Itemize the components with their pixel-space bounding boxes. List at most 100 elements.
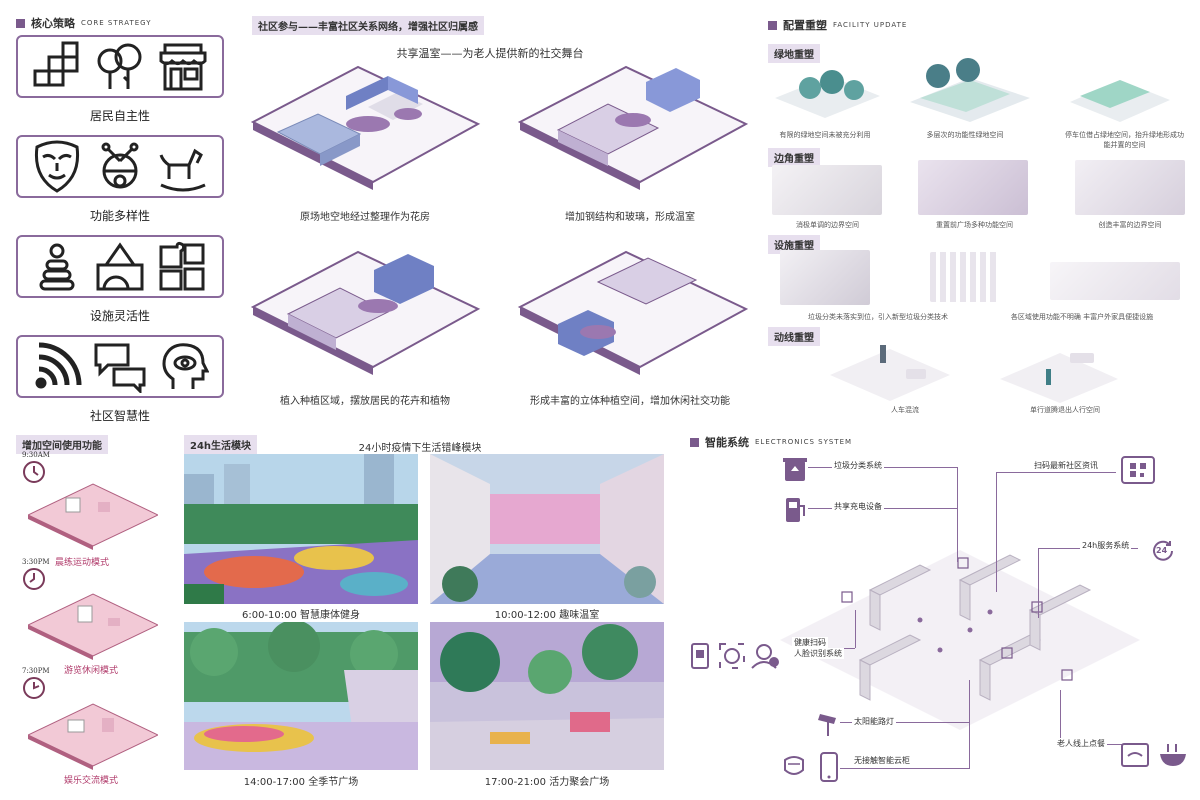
rocking-horse-icon bbox=[159, 148, 206, 191]
scene-caption-3: 14:00-17:00 全季节广场 bbox=[243, 777, 359, 788]
label-solar-light: 太阳能路灯 bbox=[852, 716, 896, 727]
circulation-caption-1: 人车混流 bbox=[891, 406, 919, 414]
clock-24-icon bbox=[1153, 540, 1173, 561]
participation-subtitle: 共享温室——为老人提供新的社交舞台 bbox=[396, 47, 584, 60]
circulation-illustrations bbox=[830, 345, 1118, 403]
scene-gathering-illustration bbox=[430, 622, 664, 770]
green-space-illustrations bbox=[775, 58, 1170, 122]
strategy-card-diversity bbox=[16, 135, 224, 198]
toy-icon bbox=[101, 142, 139, 188]
living-module-subtitle: 24小时疫情下生活错峰模块 bbox=[358, 443, 482, 454]
section-marker bbox=[16, 18, 25, 28]
scene-greenhouse-illustration bbox=[430, 454, 664, 604]
order-food-icons bbox=[1121, 743, 1186, 767]
charging-station-icon bbox=[786, 498, 805, 522]
scene-fitness-illustration bbox=[184, 454, 418, 604]
evening-mode-isometric bbox=[28, 703, 158, 770]
health-face-scan-icons bbox=[691, 643, 779, 669]
strategy-label-autonomy: 居民自主性 bbox=[89, 109, 150, 123]
connector-line bbox=[855, 610, 856, 648]
amenity-thumb-2 bbox=[930, 252, 1000, 302]
morning-mode-isometric bbox=[28, 483, 158, 550]
core-strategy-title: 核心策略 CORE STRATEGY bbox=[16, 15, 152, 31]
greenhouse-step-3 bbox=[250, 250, 481, 375]
connector-line bbox=[1038, 548, 1039, 618]
strategy-card-smart bbox=[16, 335, 224, 398]
greenhouse-isometrics bbox=[250, 65, 748, 375]
amenity-caption-2: 各区域使用功能不明确 丰富户外家具便捷设施 bbox=[1010, 313, 1154, 321]
label-charging: 共享充电设备 bbox=[832, 501, 884, 512]
clock-icon bbox=[23, 568, 45, 590]
greenhouse-caption-2: 增加钢结构和玻璃，形成温室 bbox=[565, 212, 695, 223]
label-24h-service: 24h服务系统 bbox=[1080, 540, 1132, 551]
scene-plaza-illustration bbox=[184, 622, 418, 770]
amenity-caption-1: 垃圾分类未落实到位，引入新型垃圾分类技术 bbox=[808, 313, 948, 321]
strategy-label-diversity: 功能多样性 bbox=[89, 209, 150, 223]
strategy-label-flexibility: 设施灵活性 bbox=[89, 309, 150, 323]
green-caption-3: 停车位借占绿地空间，抬升绿地形成功能并置的空间 bbox=[1065, 131, 1184, 149]
connector-line bbox=[840, 722, 970, 723]
trees-icon bbox=[97, 43, 142, 89]
added-functions-tag: 增加空间使用功能 bbox=[16, 435, 108, 454]
greenhouse-caption-1: 原场地空地经过整理作为花房 bbox=[300, 212, 430, 223]
opera-mask-icon bbox=[35, 140, 80, 193]
label-face-id: 人脸识别系统 bbox=[792, 648, 844, 659]
facility-tag-corners: 边角重塑 bbox=[768, 148, 820, 167]
greenhouse-caption-3: 植入种植区域，摆放居民的花卉和植物 bbox=[280, 396, 450, 407]
participation-tag: 社区参与——丰富社区关系网络，增强社区归属感 bbox=[252, 16, 484, 35]
afternoon-mode-isometric bbox=[28, 593, 158, 660]
green-caption-1: 有限的绿地空间未被充分利用 bbox=[779, 131, 871, 139]
section-marker bbox=[768, 20, 777, 30]
clock-icon bbox=[23, 461, 45, 483]
greenhouse-step-1 bbox=[250, 65, 481, 190]
connector-line bbox=[969, 680, 970, 768]
scene-caption-1: 6:00-10:00 智慧康体健身 bbox=[241, 610, 361, 621]
greenhouse-caption-4: 形成丰富的立体种植空间，增加休闲社交功能 bbox=[530, 396, 730, 407]
mode-time-2: 3:30PM bbox=[22, 558, 50, 566]
connector-line bbox=[996, 472, 1116, 473]
corner-caption-2: 重置前广场多种功能空间 bbox=[936, 221, 1013, 229]
qr-scan-icon bbox=[1121, 456, 1155, 484]
label-online-order: 老人线上点餐 bbox=[1055, 738, 1107, 749]
clock-icon bbox=[23, 677, 45, 699]
smart-head-icon bbox=[162, 342, 210, 389]
storefront-icon bbox=[159, 43, 207, 90]
connector-line bbox=[996, 472, 997, 592]
recycle-bin-icon bbox=[783, 458, 807, 481]
community-isometric-map bbox=[780, 550, 1140, 730]
label-garbage-system: 垃圾分类系统 bbox=[832, 460, 884, 471]
greenhouse-step-4 bbox=[517, 250, 748, 375]
label-smart-cabinet: 无接触智能云柜 bbox=[852, 755, 912, 766]
connector-line bbox=[1060, 690, 1061, 744]
facility-tag-amenities: 设施重塑 bbox=[768, 235, 820, 254]
label-scan-news: 扫码最新社区资讯 bbox=[1032, 460, 1100, 471]
smartphone-icon bbox=[820, 752, 838, 782]
shape-sorter-icon bbox=[96, 241, 144, 290]
greenhouse-step-2 bbox=[517, 65, 748, 190]
connector-line bbox=[957, 467, 958, 562]
mode-time-1: 9:30AM bbox=[22, 451, 50, 459]
strategy-card-autonomy bbox=[16, 35, 224, 98]
mode-time-3: 7:30PM bbox=[22, 667, 50, 675]
mode-label-3: 娱乐交流模式 bbox=[64, 776, 119, 786]
mode-label-2: 游览休闲模式 bbox=[64, 666, 119, 676]
stacking-rings-icon bbox=[39, 243, 75, 290]
facility-tag-green: 绿地重塑 bbox=[768, 44, 820, 63]
facility-tag-circulation: 动线重塑 bbox=[768, 327, 820, 346]
service-24-icon: 24 bbox=[1150, 538, 1176, 564]
wifi-signal-icon bbox=[35, 342, 82, 388]
solar-lamp-icon bbox=[818, 714, 836, 736]
mode-label-1: 晨练运动模式 bbox=[55, 558, 110, 568]
scene-caption-4: 17:00-21:00 活力聚会广场 bbox=[484, 777, 610, 788]
electronics-title: 智能系统 ELECTRONICS SYSTEM bbox=[690, 434, 852, 450]
puzzle-icon bbox=[159, 241, 205, 290]
connector-line bbox=[840, 768, 970, 769]
strategy-label-smart: 社区智慧性 bbox=[89, 409, 150, 423]
scene-caption-2: 10:00-12:00 趣味温室 bbox=[494, 610, 600, 621]
facility-title: 配置重塑 FACILITY UPDATE bbox=[768, 17, 907, 33]
corner-thumb-3 bbox=[1075, 160, 1185, 215]
label-health-scan: 健康扫码 bbox=[792, 637, 828, 648]
corner-thumb-2 bbox=[918, 160, 1028, 215]
badge-24-text: 24 bbox=[1156, 546, 1168, 555]
mask-icon bbox=[784, 756, 804, 775]
